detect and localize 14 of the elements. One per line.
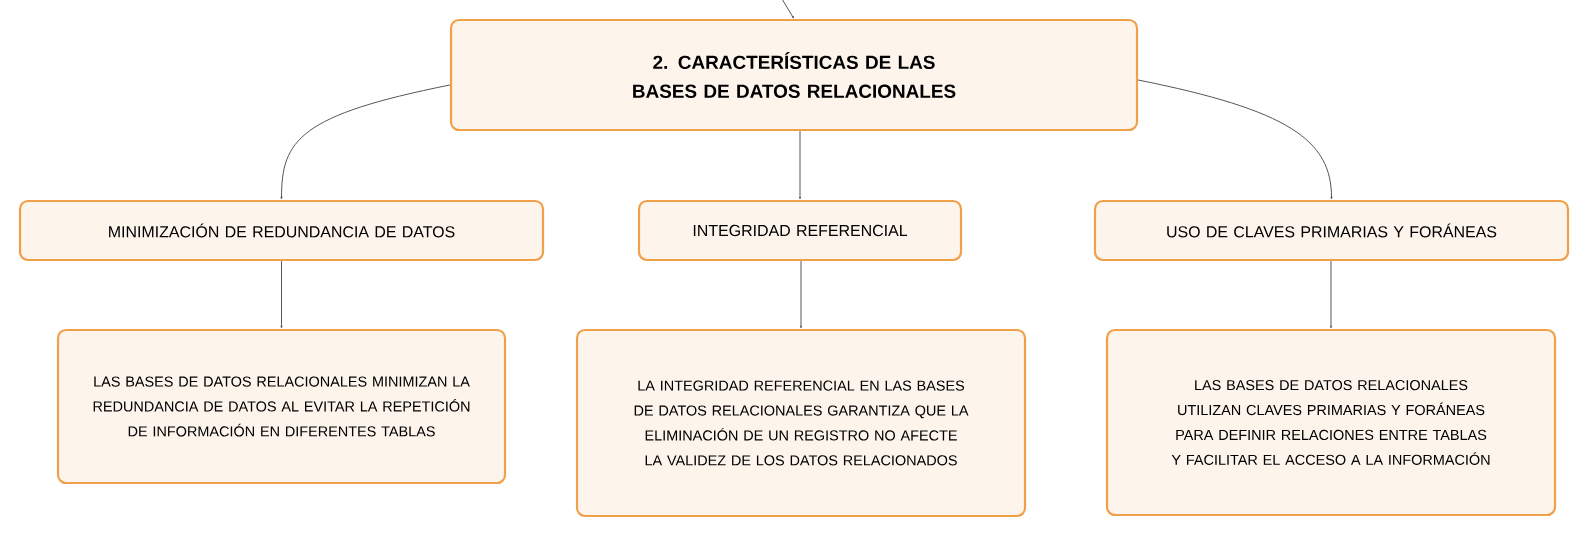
arrow [1329,260,1333,329]
topic-box: USO DE CLAVES PRIMARIAS Y FORÁNEAS [1093,199,1570,262]
description-box: LA INTEGRIDAD REFERENCIAL EN LAS BASES DE DATOS RELACIONALES GARANTIZA QUE LA ELIMINACIÓN DE UN REGISTRO NO AFECTE LA VALIDEZ DE LOS DATOS RELACIONADOS [575,328,1027,518]
arrow [1137,79,1333,200]
description-box: LAS BASES DE DATOS RELACIONALES MINIMIZAN LA REDUNDANCIA DE DATOS AL EVITAR LA REPETICIÓN DE INFORMACIÓN EN DIFERENTES TABLAS [56,328,507,485]
arrow [781,0,794,19]
description-box: LAS BASES DE DATOS RELACIONALES UTILIZAN CLAVES PRIMARIAS Y FORÁNEAS PARA DEFINIR RELACIONES ENTRE TABLAS Y FACILITAR EL ACCESO A LA INFORMACIÓN [1105,328,1557,517]
title-box: 2. CARACTERÍSTICAS DE LAS BASES DE DATOS RELACIONALES [449,18,1139,132]
topic-box: INTEGRIDAD REFERENCIAL [637,199,963,262]
arrow [280,260,283,329]
arrow [799,260,803,329]
arrow [798,130,802,200]
arrow [280,84,451,200]
topic-box: MINIMIZACIÓN DE REDUNDANCIA DE DATOS [18,199,545,262]
